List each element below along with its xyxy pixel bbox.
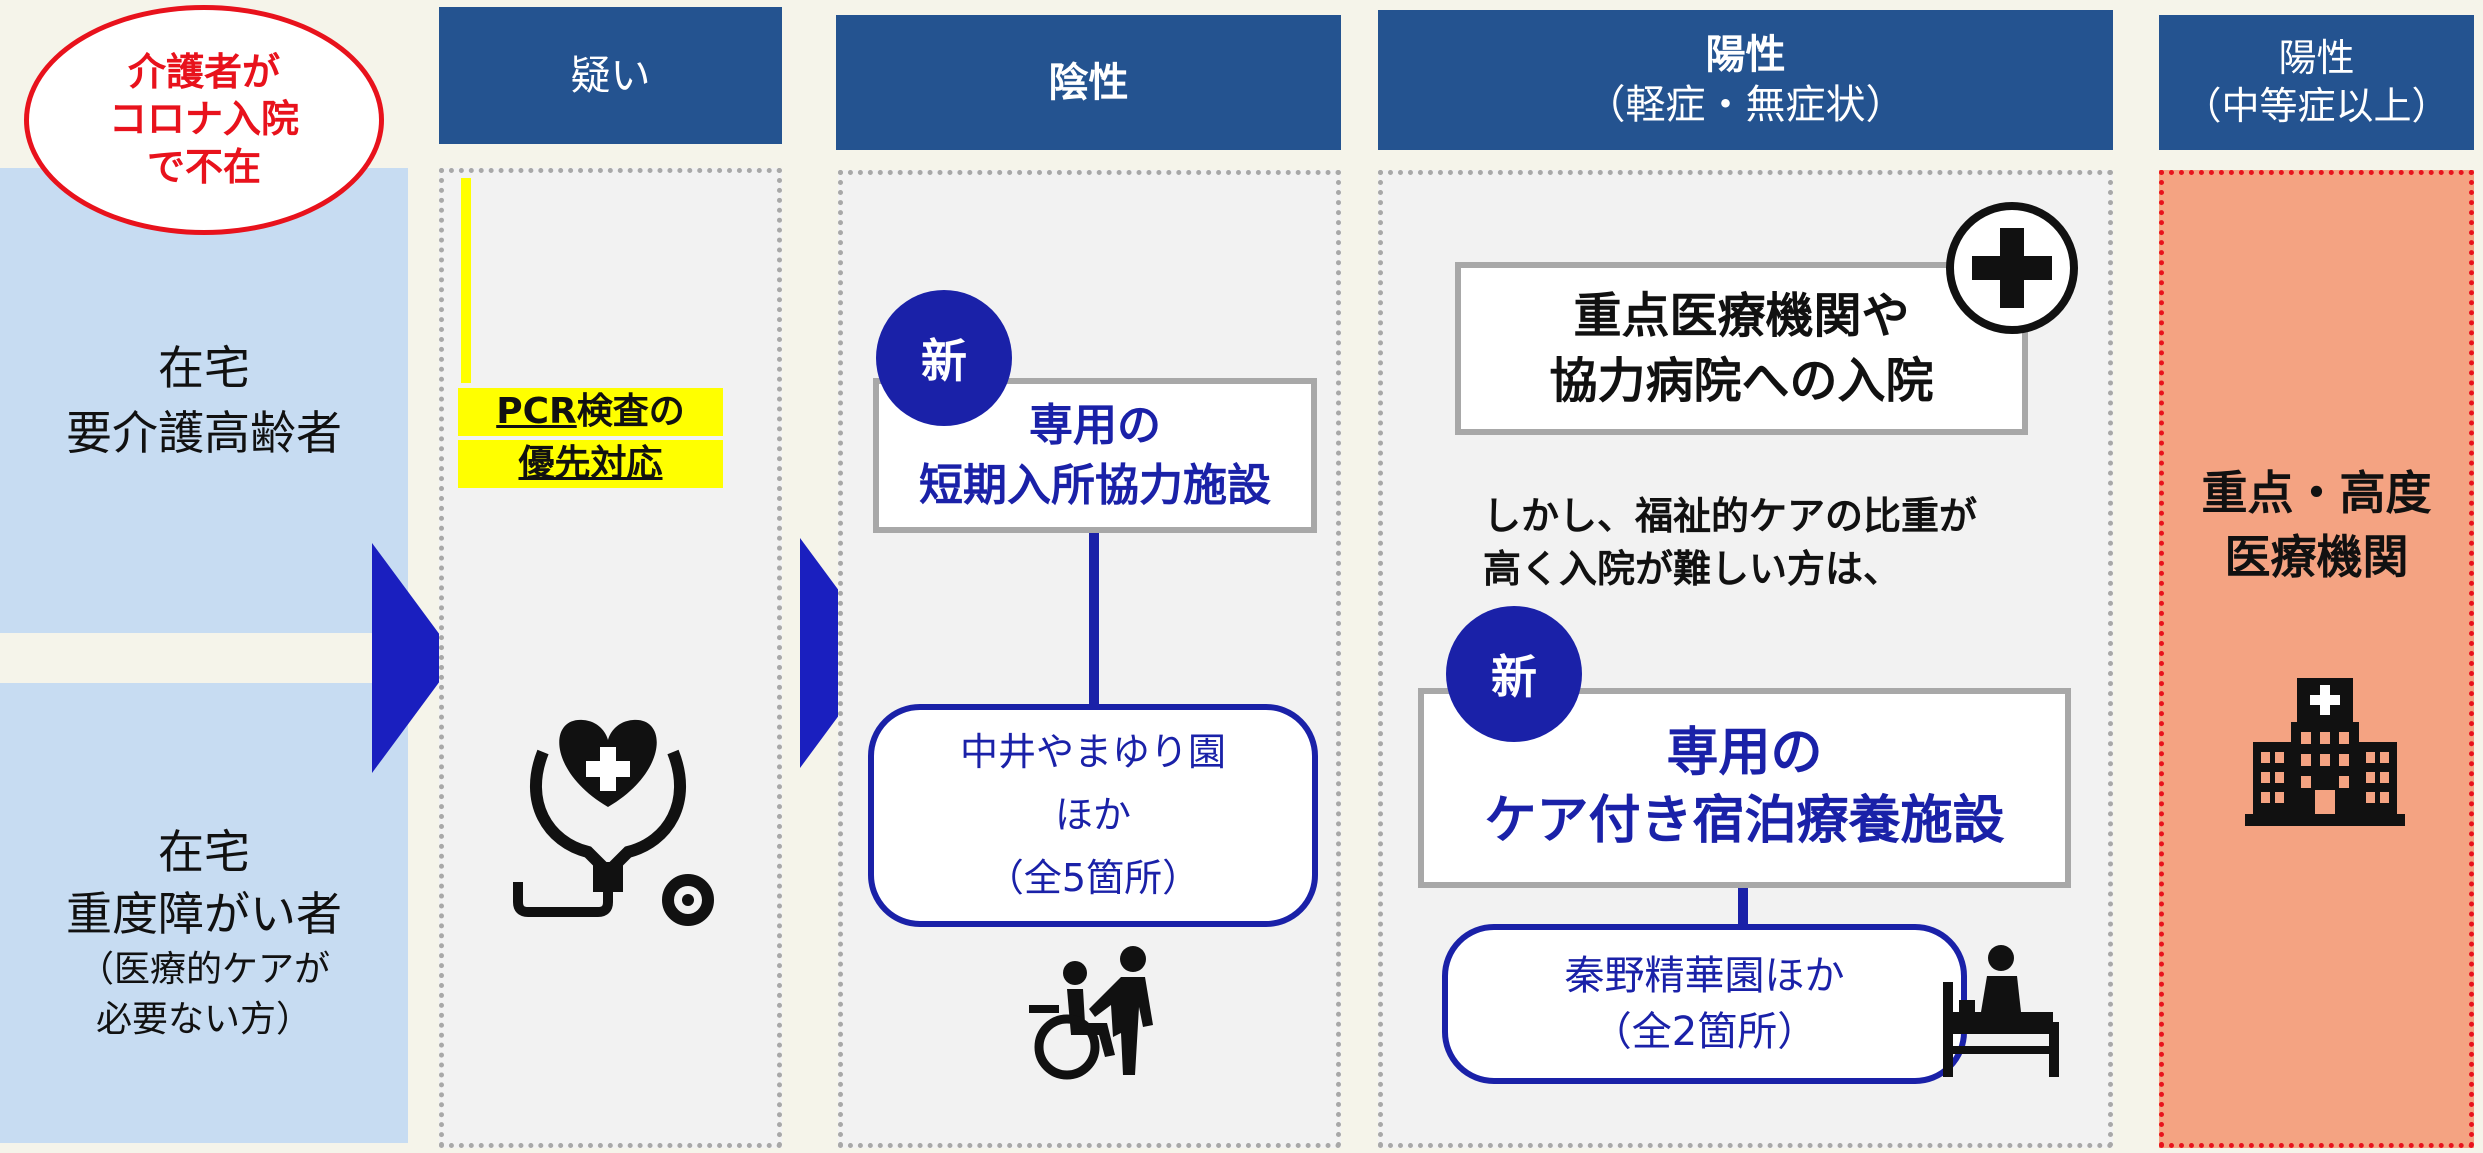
difficulty-note-line2: 高く入院が難しい方は、 [1483,547,1902,592]
positive-sites-line2: （全2箇所） [1591,1009,1818,1055]
new-badge-positive-label: 新 [1491,650,1537,704]
priority-label: 優先対応 [518,443,663,484]
negative-sites-line3: （全5箇所） [985,855,1201,900]
short-stay-line1: 専用の [1029,400,1161,452]
new-badge-positive: 新 [1446,606,1582,742]
short-stay-facility-box: 専用の 短期入所協力施設 [873,378,1317,533]
caregiver-line1: 介護者が [127,49,280,94]
hospital-building-icon [2245,678,2405,826]
disabled-box: 在宅 重度障がい者 （医療的ケアが 必要ない方） [0,683,408,1143]
panel-suspected [439,168,782,1148]
hospital-line2: 協力病院への入院 [1549,352,1934,409]
pcr-line2: 優先対応 [458,440,723,488]
header-positive-mild-line2: （軽症・無症状） [1585,82,1906,128]
caregiver-absent-badge: 介護者が コロナ入院 で不在 [24,5,384,235]
hospital-admission-box: 重点医療機関や 協力病院への入院 [1455,262,2028,435]
disabled-line2: 重度障がい者 [66,886,342,941]
positive-sites-box: 秦野精華園ほか （全2箇所） [1442,924,1967,1084]
header-negative: 陰性 [836,15,1341,150]
medical-cross-icon [1946,202,2078,334]
pcr-prefix: PCR [496,391,577,432]
stethoscope-heart-icon [513,719,714,926]
pcr-rest: 検査の [576,391,685,432]
header-positive-severe-line1: 陽性 [2278,36,2355,80]
new-badge-negative-label: 新 [921,334,967,388]
pcr-line1: PCR検査の [458,388,723,436]
header-positive-mild-line1: 陽性 [1705,32,1786,78]
elderly-line2: 要介護高齢者 [66,405,342,460]
care-hotel-line2: ケア付き宿泊療養施設 [1484,791,2005,851]
header-positive-mild: 陽性 （軽症・無症状） [1378,10,2113,150]
disabled-line4: 必要ない方） [95,999,312,1041]
panel-positive-severe [2159,170,2474,1148]
yellow-bar [461,178,471,383]
caregiver-line2: コロナ入院 [108,97,299,142]
negative-sites-line2: ほか [1054,793,1131,838]
header-positive-severe: 陽性 （中等症以上） [2159,15,2474,150]
negative-sites-line1: 中井やまゆり園 [959,730,1226,775]
severe-hospital-label: 重点・高度 医療機関 [2159,460,2474,590]
header-suspected: 疑い [439,7,782,144]
severe-line1: 重点・高度 [2201,465,2432,520]
elderly-line1: 在宅 [158,341,250,396]
difficulty-note-line1: しかし、福祉的ケアの比重が [1483,494,1978,538]
header-negative-label: 陰性 [1048,59,1129,106]
header-positive-severe-line2: （中等症以上） [2183,83,2450,128]
elderly-box: 在宅 要介護高齢者 [0,168,408,633]
patient-bed-icon [1943,945,2059,1077]
negative-sites-box: 中井やまゆり園 ほか （全5箇所） [868,704,1318,927]
disabled-line1: 在宅 [158,824,250,879]
difficulty-note: しかし、福祉的ケアの比重が 高く入院が難しい方は、 [1483,490,2083,596]
care-hotel-line1: 専用の [1666,723,1823,784]
hospital-line1: 重点医療機関や [1573,287,1910,344]
caregiver-line3: で不在 [146,144,261,189]
care-hotel-facility-box: 専用の ケア付き宿泊療養施設 [1418,688,2071,888]
positive-sites-line1: 秦野精華園ほか [1564,953,1845,999]
connector-positive [1738,888,1748,928]
wheelchair-caregiver-icon [1029,946,1153,1080]
header-suspected-label: 疑い [570,52,651,99]
connector-negative [1089,533,1099,708]
short-stay-line2: 短期入所協力施設 [919,459,1271,511]
disabled-line3: （医療的ケアが [77,948,330,990]
new-badge-negative: 新 [876,290,1012,426]
severe-line2: 医療機関 [2224,530,2409,584]
